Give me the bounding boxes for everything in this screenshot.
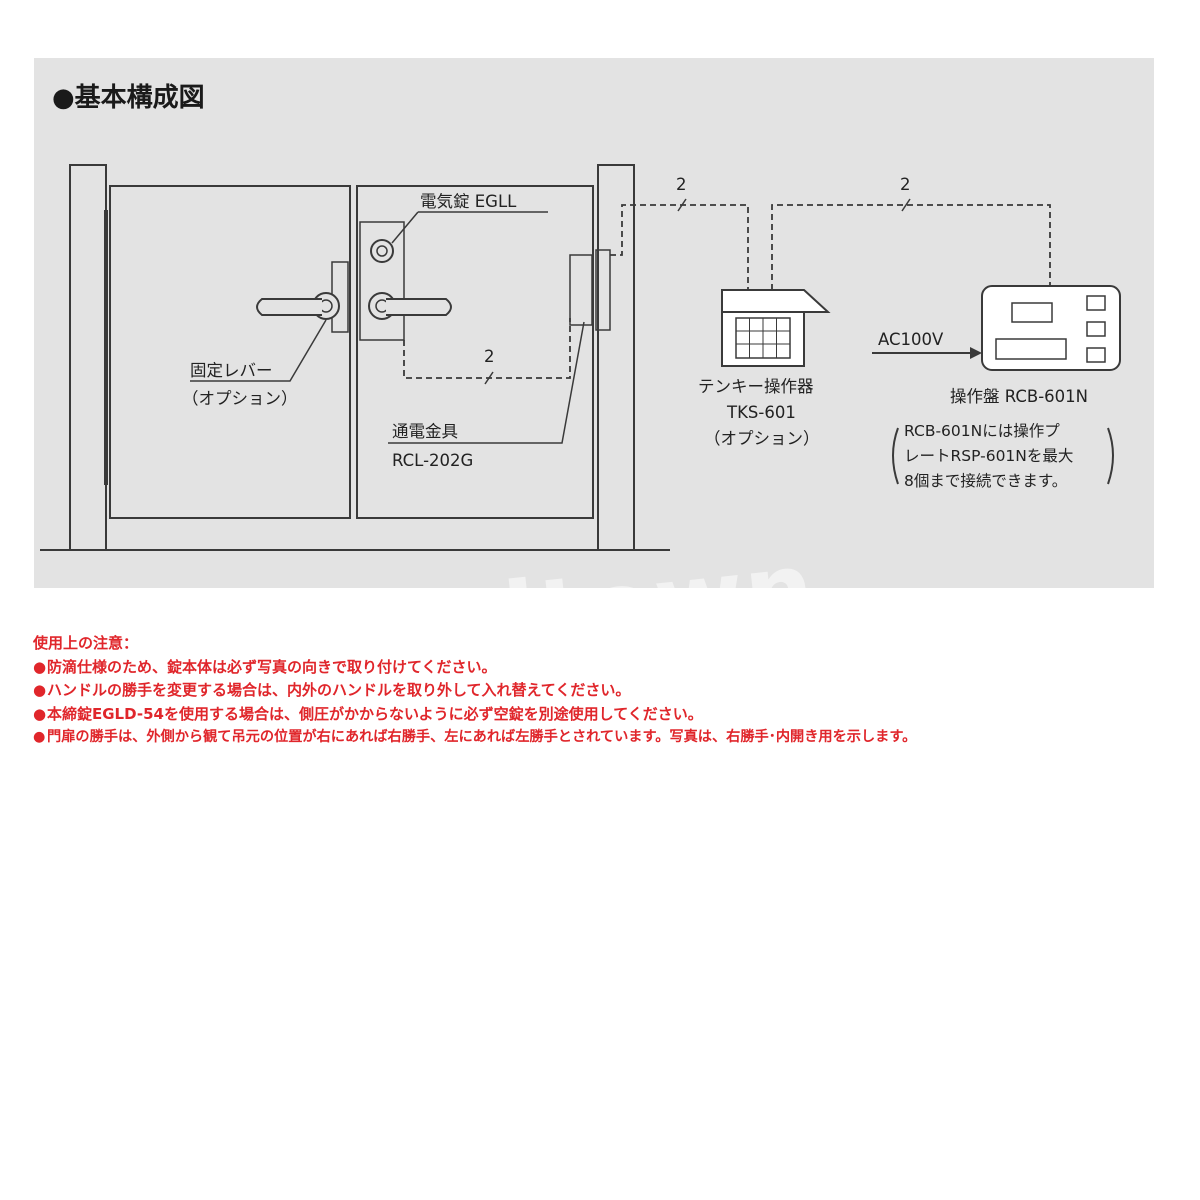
panel-note-line-2: レートRSP-601Nを最大 [904,447,1073,465]
leader-conductor [388,321,585,444]
note-item: ●本締錠EGLD-54を使用する場合は、側圧がかからないように必ず空錠を別途使用… [33,703,1183,727]
control-panel-device [981,285,1121,371]
label-control-panel: 操作盤 RCB-601N [950,387,1088,406]
note-text: 本締錠EGLD-54を使用する場合は、側圧がかからないように必ず空錠を別途使用し… [47,704,703,723]
label-fixed-lever-2: （オプション） [182,389,298,408]
note-item: ●門扉の勝手は、外側から観て吊元の位置が右にあれば右勝手、左にあれば左勝手とされ… [33,726,1183,750]
note-text: ハンドルの勝手を変更する場合は、内外のハンドルを取り外して入れ替えてください。 [47,681,631,700]
wire-lock-to-conductor [403,318,571,379]
conductor-fitting [569,249,611,331]
panel-note-line-1: RCB-601Nには操作プ [904,422,1060,440]
bullet-icon: ● [33,704,47,723]
keypad-device [721,289,831,367]
ac-label: AC100V [878,330,944,349]
note-bracket-right [1107,427,1114,485]
usage-notes: 使用上の注意： ●防滴仕様のため、錠本体は必ず写真の向きで取り付けてください。 … [33,632,1183,750]
right-gate-post [597,164,635,551]
label-keypad-3: （オプション） [704,429,820,448]
wire-tick-door [484,371,494,385]
note-item: ●ハンドルの勝手を変更する場合は、内外のハンドルを取り外して入れ替えてください。 [33,679,1183,703]
leader-fixed-lever [190,319,327,382]
wire-count-panel: 2 [900,175,911,194]
right-gate-leaf [356,185,594,519]
label-electric-lock: 電気錠 EGLL [420,192,517,211]
bullet-icon: ● [33,681,47,700]
bullet-icon: ● [33,729,46,746]
panel-note-line-3: 8個まで接続できます。 [904,472,1067,490]
electric-lock-egll [359,221,452,341]
note-bracket-left [892,427,899,485]
diagram-title: ●基本構成図 [52,83,205,113]
wire-tick-panel [901,198,911,212]
label-keypad-2: TKS-601 [726,403,796,422]
left-gate-leaf [109,185,351,519]
notes-heading: 使用上の注意： [33,634,139,652]
bullet-icon: ● [33,657,47,676]
note-item: ●防滴仕様のため、錠本体は必ず写真の向きで取り付けてください。 [33,656,1183,680]
label-fixed-lever-1: 固定レバー [190,361,273,380]
label-conductor-1: 通電金具 [392,422,458,441]
fixed-lever [256,261,349,333]
label-conductor-2: RCL-202G [392,451,473,470]
ac-arrow-head [970,347,982,359]
wire-tick-keypad [677,198,687,212]
wire-count-keypad: 2 [676,175,687,194]
basic-configuration-diagram: ●基本構成図 2 2 2 [34,58,1154,588]
notes-list: ●防滴仕様のため、錠本体は必ず写真の向きで取り付けてください。 ●ハンドルの勝手… [33,656,1183,750]
note-text: 門扉の勝手は、外側から観て吊元の位置が右にあれば右勝手、左にあれば左勝手とされて… [47,729,917,746]
wire-conductor-to-keypad [610,204,749,290]
leader-electric-lock [391,211,548,244]
note-text: 防滴仕様のため、錠本体は必ず写真の向きで取り付けてください。 [47,657,497,676]
wire-count-door: 2 [484,347,495,366]
left-gate-post [69,164,107,551]
label-keypad-1: テンキー操作器 [698,377,814,396]
wire-keypad-to-panel [771,204,1051,290]
